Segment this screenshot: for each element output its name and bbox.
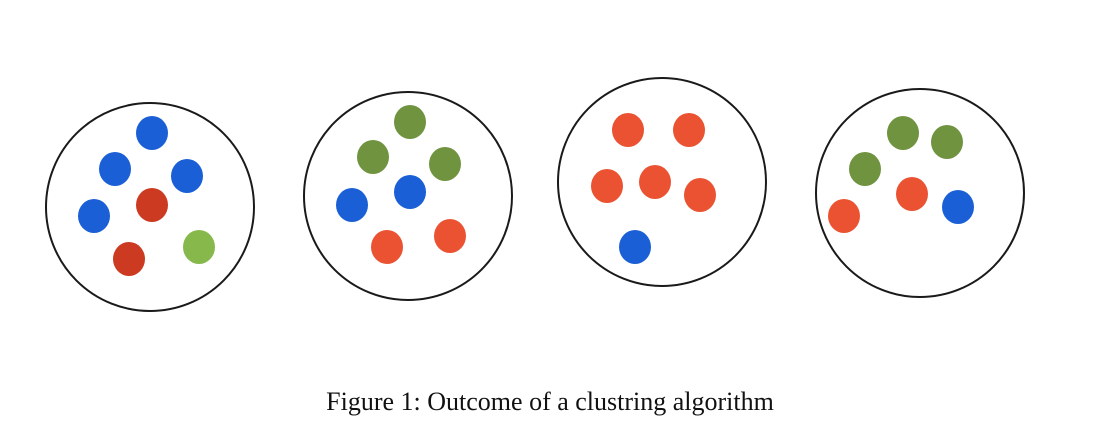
data-point-green — [394, 105, 426, 139]
data-point-blue — [99, 152, 131, 186]
cluster-4 — [815, 88, 1025, 298]
data-point-blue — [171, 159, 203, 193]
data-point-green — [849, 152, 881, 186]
cluster-boundary — [303, 91, 513, 301]
data-point-blue — [136, 116, 168, 150]
data-point-red — [113, 242, 145, 276]
data-point-orange-red — [591, 169, 623, 203]
data-point-green — [931, 125, 963, 159]
data-point-green — [887, 116, 919, 150]
cluster-boundary — [45, 102, 255, 312]
cluster-boundary — [557, 77, 767, 287]
cluster-boundary — [815, 88, 1025, 298]
data-point-orange-red — [896, 177, 928, 211]
data-point-orange-red — [828, 199, 860, 233]
data-point-blue — [78, 199, 110, 233]
data-point-blue — [336, 188, 368, 222]
figure-caption: Figure 1: Outcome of a clustring algorit… — [326, 387, 774, 416]
data-point-light-green — [183, 230, 215, 264]
data-point-red — [136, 188, 168, 222]
data-point-blue — [394, 175, 426, 209]
data-point-green — [429, 147, 461, 181]
data-point-orange-red — [673, 113, 705, 147]
data-point-orange-red — [684, 178, 716, 212]
cluster-1 — [45, 102, 255, 312]
data-point-orange-red — [612, 113, 644, 147]
data-point-orange-red — [434, 219, 466, 253]
data-point-blue — [942, 190, 974, 224]
data-point-blue — [619, 230, 651, 264]
cluster-2 — [303, 91, 513, 301]
data-point-orange-red — [639, 165, 671, 199]
cluster-3 — [557, 77, 767, 287]
data-point-orange-red — [371, 230, 403, 264]
data-point-green — [357, 140, 389, 174]
